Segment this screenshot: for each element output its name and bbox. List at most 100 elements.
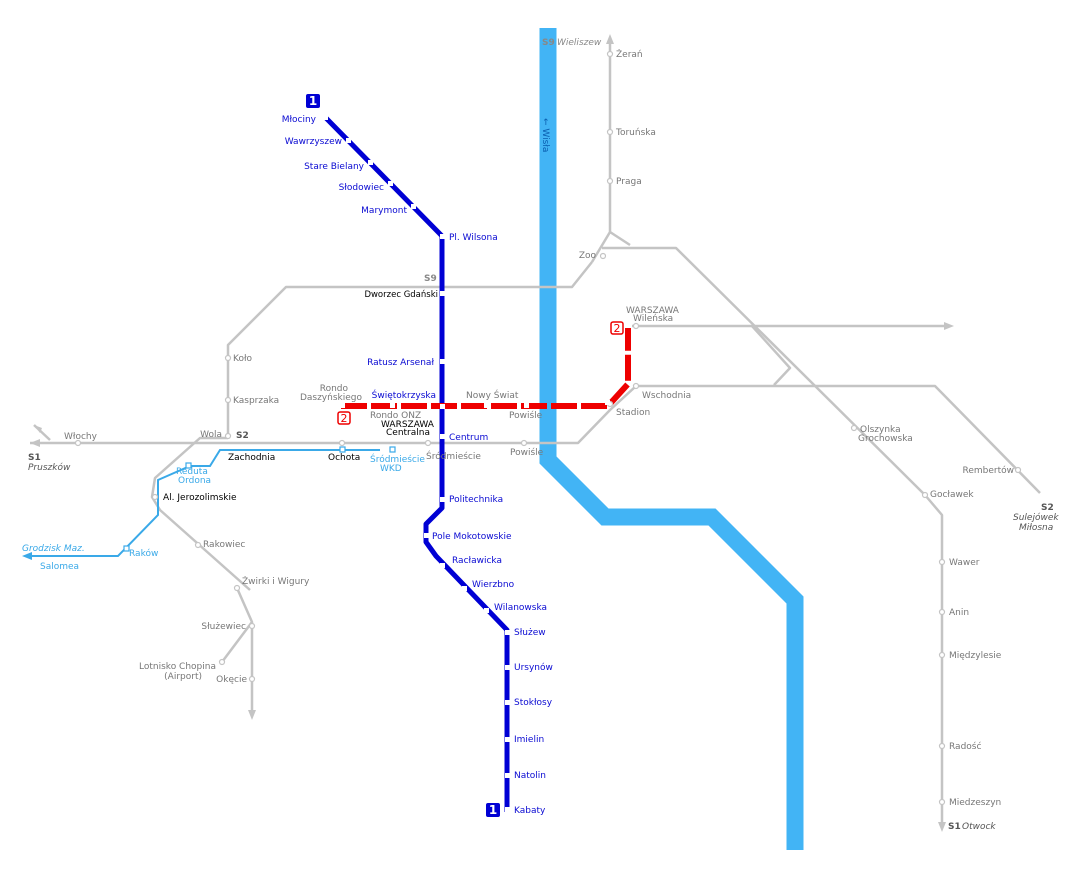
svg-text:WARSZAWA: WARSZAWA <box>381 420 435 430</box>
svg-text:Powiśle: Powiśle <box>509 410 543 421</box>
svg-text:Olszynka: Olszynka <box>860 425 901 435</box>
svg-text:Grochowska: Grochowska <box>858 434 913 444</box>
svg-text:Anin: Anin <box>949 608 969 618</box>
svg-text:Rondo: Rondo <box>320 384 349 394</box>
station-wierzbno: Wierzbno <box>472 580 515 590</box>
svg-text:Żwirki i Wigury: Żwirki i Wigury <box>242 576 310 587</box>
svg-text:Wileńska: Wileńska <box>633 314 673 324</box>
station-raclawicka: Racławicka <box>452 556 502 566</box>
svg-text:Stadion: Stadion <box>616 408 650 418</box>
svg-text:Sulejówek: Sulejówek <box>1013 512 1059 523</box>
station-pole-mokotowskie: Pole Mokotowskie <box>432 532 512 542</box>
metro-station-markers <box>322 114 610 812</box>
station-centrum: Centrum <box>449 433 488 443</box>
svg-text:Zachodnia: Zachodnia <box>228 453 275 463</box>
station-kabaty: Kabaty <box>514 806 546 816</box>
svg-text:Praga: Praga <box>616 177 642 187</box>
svg-text:Salomea: Salomea <box>40 562 79 572</box>
station-swietokrzyska: Świętokrzyska <box>372 389 436 401</box>
svg-text:Ochota: Ochota <box>328 453 360 463</box>
station-politechnika: Politechnika <box>449 495 503 505</box>
svg-text:Powiśle: Powiśle <box>510 447 544 458</box>
svg-text:Pruszków: Pruszków <box>28 462 71 473</box>
station-imielin: Imielin <box>514 735 544 745</box>
svg-text:Rakowiec: Rakowiec <box>203 540 245 550</box>
rail-labels: Żerań Toruńska Praga Zoo Koło Kasprzaka … <box>64 49 1014 808</box>
svg-text:S1: S1 <box>948 822 961 832</box>
station-stoklosy: Stokłosy <box>514 698 553 708</box>
svg-text:Międzylesie: Międzylesie <box>949 651 1002 661</box>
station-wawrzyszew: Wawrzyszew <box>285 137 342 147</box>
svg-text:Rembertów: Rembertów <box>963 465 1015 476</box>
station-wilanowska: Wilanowska <box>494 603 547 613</box>
river-label: ← Wisła <box>540 118 550 152</box>
river-vistula <box>539 28 804 850</box>
station-natolin: Natolin <box>514 771 546 781</box>
metro-line-2 <box>341 328 631 409</box>
svg-text:Toruńska: Toruńska <box>615 128 656 138</box>
wkd-arrow <box>22 552 32 560</box>
line1-station-labels: Młociny Wawrzyszew Stare Bielany Słodowi… <box>282 115 553 816</box>
svg-text:Miedzeszyn: Miedzeszyn <box>949 798 1001 808</box>
station-sluzew: Służew <box>514 628 546 638</box>
svg-text:Śródmieście: Śródmieście <box>370 453 425 465</box>
svg-text:Ordona: Ordona <box>178 476 211 486</box>
svg-text:S9: S9 <box>542 38 555 48</box>
svg-text:Radość: Radość <box>949 741 981 752</box>
svg-text:Nowy Świat: Nowy Świat <box>466 389 519 401</box>
svg-text:Kasprzaka: Kasprzaka <box>233 396 279 406</box>
station-ursynow: Ursynów <box>514 662 553 673</box>
svg-text:Raków: Raków <box>129 548 158 559</box>
svg-text:Daszyńskiego: Daszyńskiego <box>300 393 363 403</box>
svg-text:Zoo: Zoo <box>579 251 597 261</box>
svg-text:Gocławek: Gocławek <box>930 490 974 500</box>
station-marymont: Marymont <box>361 206 407 216</box>
svg-text:1: 1 <box>489 803 497 817</box>
svg-text:Rondo ONZ: Rondo ONZ <box>370 411 421 421</box>
svg-text:Grodzisk Maz.: Grodzisk Maz. <box>22 544 85 554</box>
line2-badge-east: 2 <box>610 321 624 335</box>
svg-text:Reduta: Reduta <box>176 467 208 477</box>
svg-text:Lotnisko Chopina: Lotnisko Chopina <box>139 662 216 672</box>
line1-badge-top: 1 <box>306 94 320 108</box>
wkd-station-markers <box>123 446 396 552</box>
svg-text:Wola: Wola <box>200 430 222 440</box>
svg-text:(Airport): (Airport) <box>164 672 202 682</box>
svg-text:1: 1 <box>309 94 317 108</box>
rail-network <box>30 40 1041 828</box>
svg-text:Wschodnia: Wschodnia <box>642 391 691 401</box>
svg-text:Wieliszew: Wieliszew <box>557 38 602 48</box>
rail-arrows <box>30 34 954 832</box>
rail-route-labels: S9 Wieliszew S9 S1 Pruszków S2 S2 Sulejó… <box>28 38 1059 832</box>
line2-station-labels: Rondo Daszyńskiego Rondo ONZ Nowy Świat … <box>300 306 680 421</box>
svg-text:Wawer: Wawer <box>949 558 980 568</box>
svg-text:S2: S2 <box>236 431 249 441</box>
svg-text:Śródmieście: Śródmieście <box>426 450 481 462</box>
rail-labels-dark: Zachodnia Ochota WARSZAWA Centralna Al. … <box>163 420 435 503</box>
wkd-labels: Reduta Ordona Raków Grodzisk Maz. Salome… <box>22 453 425 572</box>
svg-text:Włochy: Włochy <box>64 432 98 442</box>
svg-text:S9: S9 <box>424 274 437 284</box>
svg-text:Koło: Koło <box>233 354 253 364</box>
svg-text:Miłosna: Miłosna <box>1019 523 1053 533</box>
svg-text:S1: S1 <box>28 453 41 463</box>
svg-text:Służewiec: Służewiec <box>201 622 246 632</box>
svg-text:S2: S2 <box>1041 503 1054 513</box>
svg-text:Al. Jerozolimskie: Al. Jerozolimskie <box>163 493 237 503</box>
svg-text:Żerań: Żerań <box>616 49 643 60</box>
svg-text:Otwock: Otwock <box>962 822 996 832</box>
station-mlociny: Młociny <box>282 115 317 125</box>
station-pl-wilsona: Pl. Wilsona <box>449 233 498 243</box>
station-stare-bielany: Stare Bielany <box>304 162 365 172</box>
line1-badge-bottom: 1 <box>486 803 500 817</box>
svg-text:WKD: WKD <box>380 464 402 474</box>
station-dworzec-gdanski: Dworzec Gdański <box>364 290 438 300</box>
line2-badge-west: 2 <box>337 411 351 425</box>
svg-text:Okęcie: Okęcie <box>216 675 247 685</box>
station-slodowiec: Słodowiec <box>339 183 384 193</box>
station-ratusz-arsenal: Ratusz Arsenał <box>367 358 434 368</box>
svg-text:WARSZAWA: WARSZAWA <box>626 306 680 316</box>
svg-text:2: 2 <box>614 322 621 335</box>
svg-text:2: 2 <box>341 412 348 425</box>
